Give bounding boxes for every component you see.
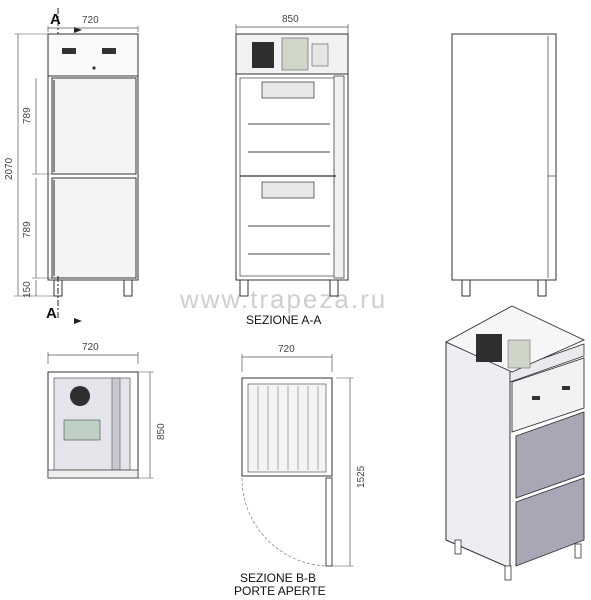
top-duct bbox=[111, 377, 121, 471]
upper-door bbox=[51, 77, 137, 175]
dim-open-depth-label: 1525 bbox=[356, 465, 367, 488]
dim-front-width: 720 bbox=[47, 15, 139, 32]
section-leg-right bbox=[329, 279, 339, 297]
top-fan-icon bbox=[70, 386, 90, 406]
side-view bbox=[451, 33, 557, 297]
dim-total-height: 2070 bbox=[4, 33, 54, 297]
display-left bbox=[62, 48, 76, 54]
evaporator-lower bbox=[261, 181, 315, 199]
section-aa-view: 850 SEZIONE A-A bbox=[235, 14, 349, 327]
iso-condenser bbox=[507, 339, 531, 369]
iso-display-left bbox=[532, 396, 540, 400]
control-panel bbox=[47, 33, 139, 77]
isometric-view bbox=[444, 305, 586, 581]
iso-leg-1 bbox=[454, 539, 462, 555]
dim-upper-door-label: 789 bbox=[22, 107, 33, 124]
section-marker-top: A bbox=[50, 8, 82, 36]
dim-open-width: 720 bbox=[241, 344, 333, 372]
side-leg-right bbox=[537, 279, 547, 297]
iso-upper-door bbox=[515, 411, 585, 499]
bb-shelf-wires bbox=[257, 386, 319, 470]
dim-top-depth-label: 850 bbox=[156, 423, 167, 440]
display-right bbox=[102, 48, 116, 54]
top-view: 720 850 bbox=[47, 342, 167, 479]
evaporator-upper bbox=[261, 81, 315, 99]
iso-side-panel bbox=[445, 341, 511, 569]
shelves bbox=[248, 123, 330, 255]
dim-lower-door-label: 789 bbox=[22, 221, 33, 238]
dim-front-width-label: 720 bbox=[82, 15, 99, 26]
leg-right bbox=[123, 279, 133, 297]
section-bb-view: 720 1525 SEZIONE B-B PORTE APERTE bbox=[234, 344, 367, 598]
dim-leg: 150 bbox=[22, 280, 37, 298]
bb-shelf-grid bbox=[247, 383, 327, 473]
bb-door-swing-arc bbox=[241, 477, 327, 567]
section-marker-bottom-label: A bbox=[46, 305, 57, 322]
iso-lower-door bbox=[515, 477, 585, 567]
iso-leg-3 bbox=[574, 543, 582, 559]
dim-top-width-label: 720 bbox=[82, 342, 99, 353]
iso-top-edge bbox=[509, 343, 585, 383]
bb-door-open bbox=[325, 477, 333, 567]
watermark: www.trapeza.ru bbox=[179, 284, 387, 314]
section-marker-bottom: A bbox=[46, 305, 82, 324]
dim-side-width-label: 850 bbox=[282, 14, 299, 25]
side-panel bbox=[451, 33, 557, 281]
section-marker-top-label: A bbox=[50, 11, 61, 28]
lock-icon bbox=[92, 66, 96, 70]
dim-open-width-label: 720 bbox=[278, 344, 295, 355]
lower-door bbox=[51, 177, 137, 279]
side-leg-left bbox=[461, 279, 471, 297]
dim-leg-label: 150 bbox=[22, 281, 33, 298]
section-leg-left bbox=[239, 279, 249, 297]
condenser bbox=[281, 37, 309, 71]
fan-box bbox=[311, 43, 329, 67]
door-section bbox=[333, 75, 345, 279]
iso-leg-2 bbox=[504, 565, 512, 581]
iso-compressor bbox=[476, 334, 502, 362]
compressor-unit bbox=[252, 42, 274, 68]
dim-top-width: 720 bbox=[47, 342, 139, 364]
dim-top-depth: 850 bbox=[138, 371, 167, 479]
section-bb-subtitle: PORTE APERTE bbox=[234, 584, 326, 598]
section-bb-title: SEZIONE B-B bbox=[240, 571, 316, 585]
section-body bbox=[235, 73, 349, 281]
dim-total-height-label: 2070 bbox=[4, 157, 15, 180]
dim-upper-door: 789 bbox=[22, 78, 52, 175]
top-door-edge bbox=[47, 469, 139, 479]
iso-display-right bbox=[562, 386, 570, 390]
dim-open-depth: 1525 bbox=[332, 377, 367, 567]
section-aa-title: SEZIONE A-A bbox=[246, 313, 321, 327]
dim-side-width: 850 bbox=[235, 14, 349, 34]
front-view: A 720 A 2070 bbox=[4, 8, 139, 324]
top-condenser bbox=[63, 419, 101, 441]
iso-control-panel bbox=[511, 357, 585, 433]
dim-lower-door: 789 bbox=[22, 178, 52, 279]
